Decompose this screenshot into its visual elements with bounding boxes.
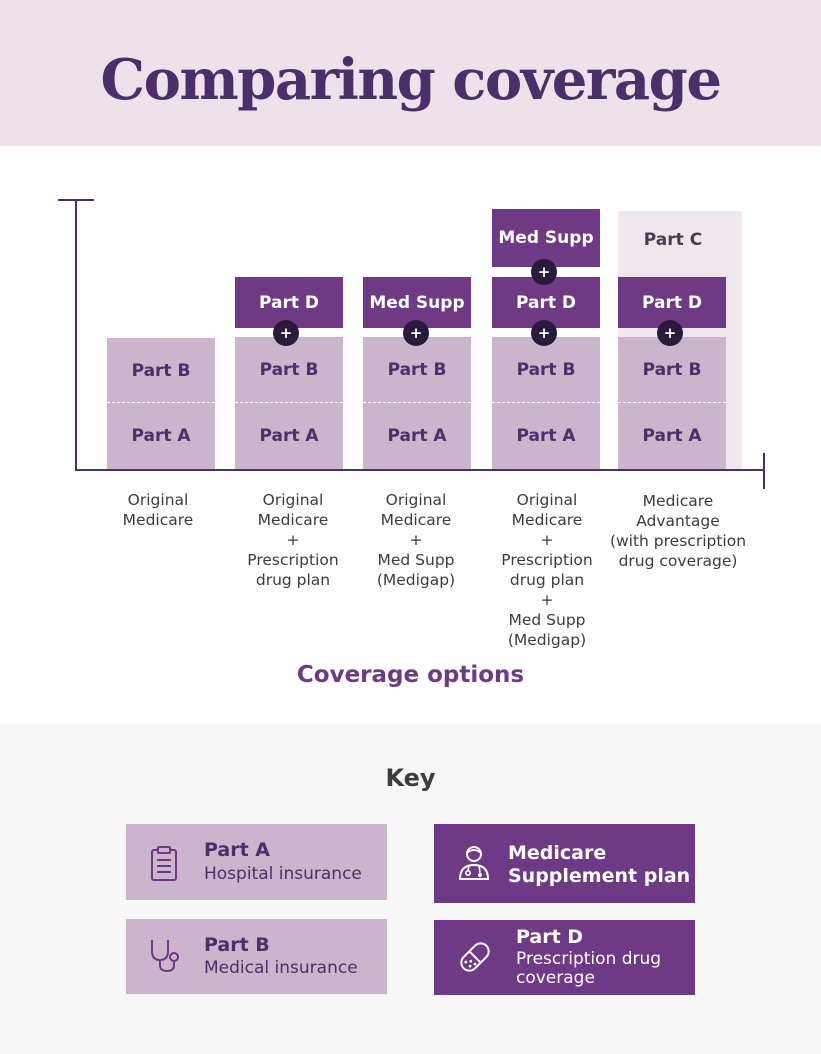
column-4-med-supp: Med Supp [492,209,600,267]
column-4-label: Original Medicare + Prescription drug pl… [501,491,593,649]
column-3-med-supp: Med Supp [363,277,471,328]
doctor-icon [458,846,490,880]
column-3-divider [363,402,471,403]
column-2-part-d: Part D [235,277,343,328]
key-item-desc: Hospital insurance [204,864,362,884]
key-item-name: Medicare Supplement plan [508,842,691,887]
key-item-part-b: Part B Medical insurance [126,919,387,994]
x-axis [75,469,765,471]
column-3-label: Original Medicare + Med Supp (Medigap) [376,491,456,589]
header: Comparing coverage [0,0,821,146]
column-2-plus: + [273,320,299,346]
column-1-part-b: Part B [107,338,215,403]
column-3-part-a: Part A [363,403,471,469]
column-3-part-b: Part B [363,337,471,403]
column-4-divider [492,402,600,403]
key-item-part-a: Part A Hospital insurance [126,824,387,900]
column-1-label: Original Medicare [122,491,194,529]
x-axis-title: Coverage options [296,662,525,688]
x-axis-cap [763,453,765,489]
key-title: Key [385,764,436,792]
column-2-part-a: Part A [235,403,343,469]
key-item-name: Part B [204,934,270,956]
column-5-divider [618,402,726,403]
column-2-part-b: Part B [235,337,343,403]
clipboard-icon [151,846,177,881]
column-4-plus-bottom: + [531,320,557,346]
column-5-part-b: Part B [618,337,726,403]
column-2-label: Original Medicare + Prescription drug pl… [247,491,339,589]
key-item-desc: Prescription drug coverage [516,949,662,988]
column-1-part-a: Part A [107,403,215,469]
key-item-desc: Medical insurance [204,958,358,978]
column-5-part-d: Part D [618,277,726,328]
column-5-part-a: Part A [618,403,726,469]
page-title: Comparing coverage [100,47,722,113]
coverage-diagram: Part C Part B Part A Part D Part B Part … [0,146,821,724]
column-4-plus-top: + [531,259,557,285]
stethoscope-icon [151,940,179,973]
y-axis-cap [58,199,94,201]
column-5-label: Medicare Advantage (with prescription dr… [609,492,747,570]
key-item-name: Part D [516,926,584,948]
pill-icon [460,942,490,972]
column-1-divider [107,402,215,403]
key-item-medicare-supplement: Medicare Supplement plan [434,824,695,903]
key-item-part-d: Part D Prescription drug coverage [434,920,695,995]
part-c-label: Part C [643,230,703,250]
column-4-part-d: Part D [492,277,600,328]
column-3-plus: + [403,320,429,346]
y-axis [75,200,77,470]
column-4-part-a: Part A [492,403,600,469]
column-5-plus: + [657,320,683,346]
column-2-divider [235,402,343,403]
key-item-name: Part A [204,839,271,861]
key-section: Key Part A Hospital insurance Medicare S… [0,724,821,1054]
column-4-part-b: Part B [492,337,600,403]
